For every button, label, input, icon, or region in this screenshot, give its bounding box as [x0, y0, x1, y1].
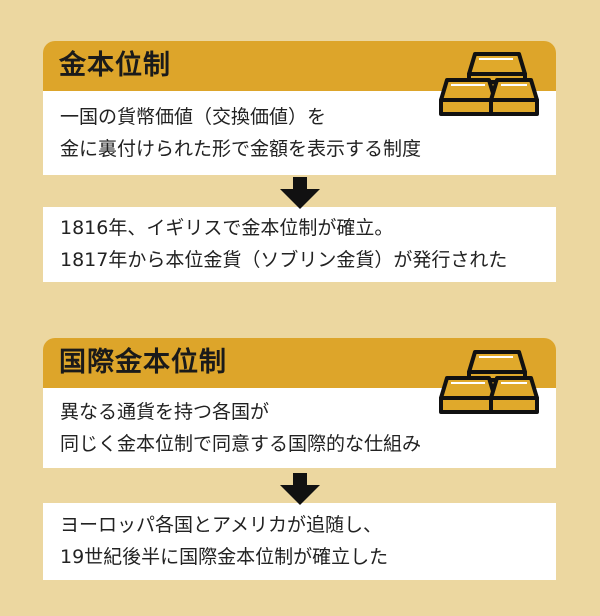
section-title: 金本位制	[59, 50, 171, 81]
history-box: ヨーロッパ各国とアメリカが追随し、 19世紀後半に国際金本位制が確立した	[43, 503, 556, 580]
history-line-1: ヨーロッパ各国とアメリカが追随し、	[60, 514, 383, 536]
definition-line-2: 同じく金本位制で同意する国際的な仕組み	[60, 433, 422, 455]
definition-line-1: 異なる通貨を持つ各国が	[60, 401, 270, 423]
gold-bars-icon	[439, 52, 539, 116]
history-line-1: 1816年、イギリスで金本位制が確立。	[60, 217, 394, 239]
history-box: 1816年、イギリスで金本位制が確立。 1817年から本位金貨（ソブリン金貨）が…	[43, 207, 556, 282]
history-line-2: 19世紀後半に国際金本位制が確立した	[60, 546, 389, 568]
definition-line-1: 一国の貨幣価値（交換価値）を	[60, 106, 327, 128]
arrow-down-icon	[280, 473, 320, 505]
gold-bars-icon	[439, 350, 539, 414]
history-line-2: 1817年から本位金貨（ソブリン金貨）が発行された	[60, 249, 508, 271]
definition-box: 一国の貨幣価値（交換価値）を 金に裏付けられた形で金額を表示する制度	[43, 91, 556, 175]
section-title: 国際金本位制	[59, 347, 227, 378]
definition-line-2: 金に裏付けられた形で金額を表示する制度	[60, 138, 422, 160]
arrow-down-icon	[280, 177, 320, 209]
